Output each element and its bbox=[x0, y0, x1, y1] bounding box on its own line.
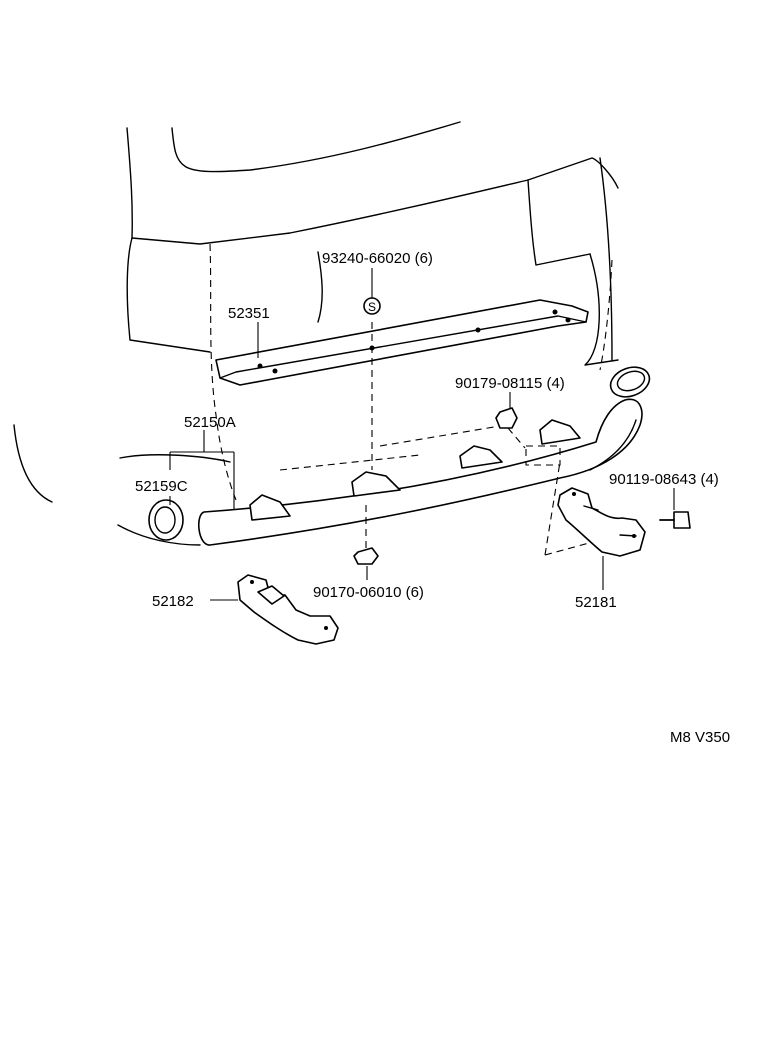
label-52150A: 52150A bbox=[184, 414, 236, 431]
bolt-90119 bbox=[544, 461, 691, 556]
clip-93240: S bbox=[363, 297, 381, 470]
step-bracket-52181 bbox=[557, 487, 646, 557]
end-cap-52159C bbox=[148, 499, 184, 541]
vehicle-body-outline bbox=[13, 121, 619, 546]
step-bracket-52182 bbox=[237, 574, 339, 645]
end-cap-right bbox=[609, 366, 651, 398]
label-90119-08643: 90119-08643 (4) bbox=[609, 471, 719, 488]
label-52351: 52351 bbox=[228, 305, 270, 322]
label-52182: 52182 bbox=[152, 593, 194, 610]
nut-90170 bbox=[353, 505, 379, 565]
label-93240-66020: 93240-66020 (6) bbox=[322, 250, 433, 267]
label-90170-06010: 90170-06010 (6) bbox=[313, 584, 424, 601]
clip-mark: S bbox=[368, 300, 376, 314]
label-52181: 52181 bbox=[575, 594, 617, 611]
reference-code: M8 V350 bbox=[670, 729, 730, 746]
nut-90179 bbox=[495, 407, 526, 449]
label-52159C: 52159C bbox=[135, 478, 188, 495]
step-bumper-52150A bbox=[197, 398, 643, 546]
label-90179-08115: 90179-08115 (4) bbox=[455, 375, 565, 392]
leader-lines bbox=[169, 268, 675, 601]
bracket-52351 bbox=[215, 299, 589, 386]
